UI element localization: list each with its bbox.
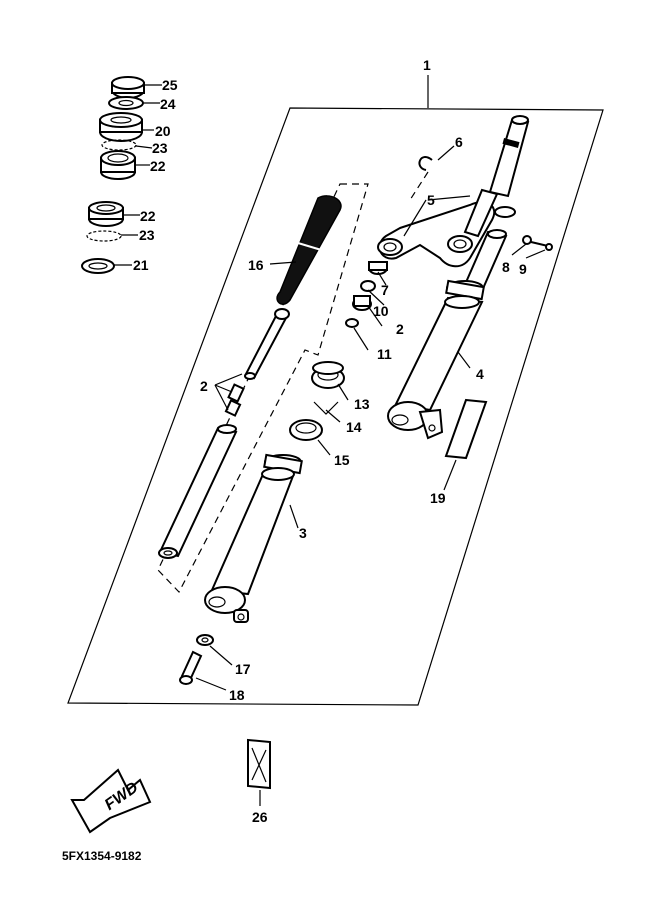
damper-rod [224,308,290,417]
label-5: 5 [427,192,435,208]
fork-small-parts [345,261,388,328]
bottom-bolt [179,634,214,685]
label-20: 20 [155,123,171,139]
label-11: 11 [377,346,392,362]
label-23b: 23 [139,227,155,243]
label-15: 15 [334,452,350,468]
label-26: 26 [252,809,268,825]
leader-lines [195,145,546,806]
fwd-arrow [70,768,152,834]
steering-head-bearing-stack [81,76,145,274]
label-10: 10 [373,303,389,319]
caution-label [444,398,488,460]
label-18: 18 [229,687,245,703]
label-2a: 2 [200,378,208,394]
label-22a: 22 [150,158,166,174]
inner-fork-tube-left [158,424,238,559]
leader-lines-left [114,84,162,266]
label-19: 19 [430,490,446,506]
label-3: 3 [299,525,307,541]
outer-fork-leg-right [387,279,485,440]
label-24: 24 [160,96,176,112]
part-labels: 1 25 24 20 23 22 22 23 21 6 5 16 8 9 7 1… [133,57,527,825]
label-7: 7 [381,282,389,298]
label-9: 9 [519,261,527,277]
reflector-label [247,738,271,790]
label-13: 13 [354,396,370,412]
left-inner-group-dashed [157,183,369,594]
circlip [418,156,433,171]
assembly-frame [67,107,604,706]
drawing-code: 5FX1354-9182 [62,849,142,863]
label-22b: 22 [140,208,156,224]
fork-spring [276,195,342,305]
label-16: 16 [248,257,264,273]
label-21: 21 [133,257,149,273]
pinch-bolt [522,235,553,251]
outer-fork-leg-left [204,453,303,623]
label-4: 4 [476,366,484,382]
label-2b: 2 [396,321,404,337]
label-17: 17 [235,661,251,677]
label-1: 1 [423,57,431,73]
label-6: 6 [455,134,463,150]
under-bracket [377,188,516,268]
steering-stem [488,115,530,198]
label-23a: 23 [152,140,168,156]
label-14: 14 [346,419,362,435]
label-8: 8 [502,259,510,275]
seals-group [289,361,345,441]
label-25: 25 [162,77,178,93]
